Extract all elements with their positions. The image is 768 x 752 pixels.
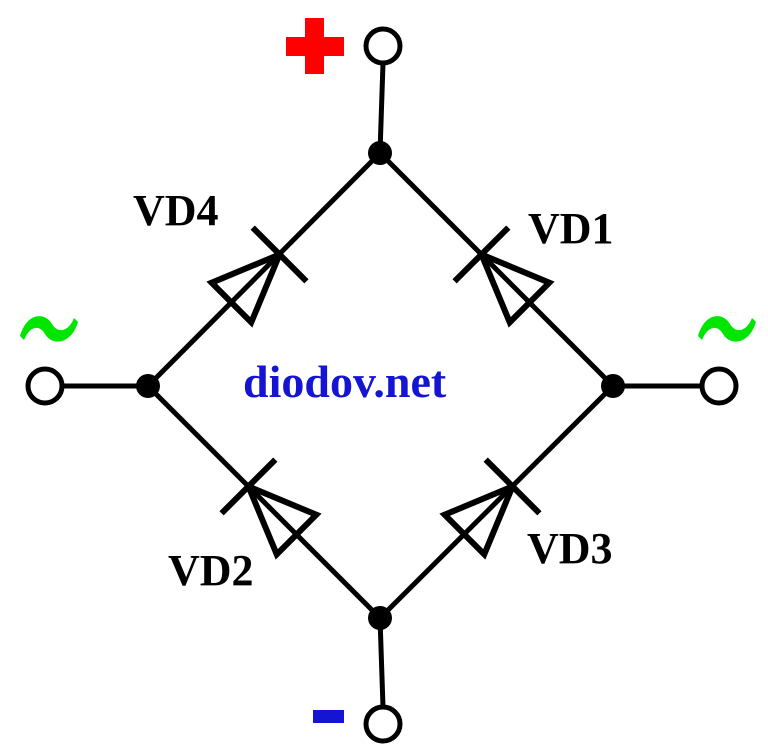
wire-positive-lead [377, 60, 386, 156]
diode-label-vd3: VD3 [527, 524, 613, 573]
ac-input-terminal-left[interactable] [25, 366, 65, 406]
diode-vd1-symbol [452, 225, 555, 328]
junction-node-bottom [368, 606, 392, 630]
diode-vd3-triangle [439, 480, 519, 560]
site-watermark: diodov.net [243, 356, 447, 407]
diode-vd2-triangle [242, 480, 322, 560]
ac-input-terminal-right[interactable] [699, 366, 739, 406]
wire-bridge-arm-upper-left [145, 150, 383, 389]
diode-label-vd4: VD4 [133, 186, 219, 235]
wire-bridge-arm-lower-right [377, 383, 616, 621]
diode-vd4-cathode-bar [250, 225, 309, 284]
diode-vd3-symbol [439, 457, 542, 560]
plus-sign-icon [286, 18, 344, 74]
wire-bridge-arm-lower-left [145, 383, 383, 621]
diode-vd2-symbol [219, 457, 322, 560]
positive-output-terminal[interactable] [363, 26, 403, 66]
diode-label-vd1: VD1 [528, 204, 614, 253]
junction-node-group [136, 141, 625, 630]
diode-vd1-triangle [475, 248, 555, 328]
negative-output-terminal[interactable] [363, 704, 403, 744]
junction-node-right [601, 374, 625, 398]
ac-tilde-icon-left [20, 316, 78, 342]
diode-vd4-symbol [206, 225, 309, 328]
wire-bridge-arm-upper-right [377, 150, 616, 389]
diode-vd3-cathode-bar [483, 457, 542, 516]
minus-sign-icon [313, 710, 344, 723]
wire-negative-lead [377, 615, 386, 710]
diode-vd4-triangle [206, 248, 286, 328]
terminal-circle-group [25, 26, 739, 744]
wire-group [59, 60, 705, 710]
junction-node-left [136, 374, 160, 398]
diode-vd2-cathode-bar [219, 457, 278, 516]
junction-node-top [368, 141, 392, 165]
ac-tilde-icon-right [698, 316, 756, 342]
diode-label-vd2: VD2 [168, 546, 254, 595]
diode-vd1-cathode-bar [452, 225, 511, 284]
